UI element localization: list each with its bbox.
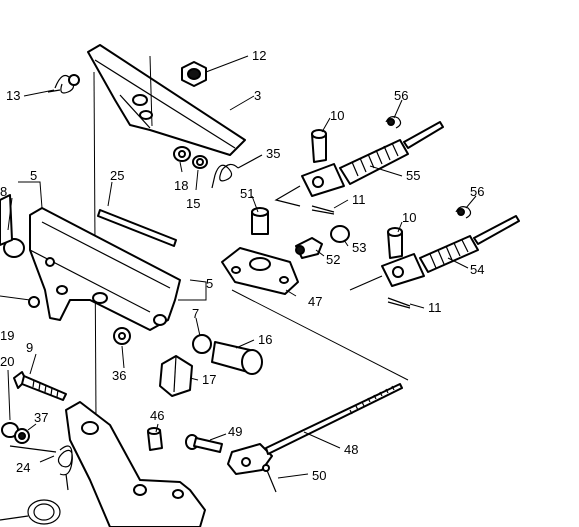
bolt-part-10-upper xyxy=(311,129,327,163)
bushing-part-46 xyxy=(147,427,163,451)
label-7-visible: 7 xyxy=(192,306,199,321)
rod-part-48 xyxy=(227,383,403,475)
label-15: 15 xyxy=(186,196,200,211)
pedal-bracket-bottom xyxy=(65,401,206,527)
label-10-lower: 10 xyxy=(402,210,416,225)
label-54: 54 xyxy=(470,262,484,277)
washer-part-18 xyxy=(173,146,191,162)
label-51: 51 xyxy=(240,186,254,201)
label-11-upper: 11 xyxy=(352,192,366,207)
pin-part-51 xyxy=(251,207,269,235)
label-25: 25 xyxy=(110,168,124,183)
label-12: 12 xyxy=(252,48,266,63)
bracket-plate-part-3 xyxy=(87,44,246,156)
label-37: 37 xyxy=(34,410,48,425)
label-48: 48 xyxy=(344,442,358,457)
collar-part-7 xyxy=(192,334,212,354)
pedal-arm-part-5 xyxy=(29,207,181,331)
label-9: 9 xyxy=(26,340,33,355)
cable-part-54 xyxy=(349,215,520,291)
nut-part-12 xyxy=(181,61,207,87)
label-5-upper: 5 xyxy=(30,168,37,183)
label-19: 19 xyxy=(0,328,14,343)
part-labels: 12 13 3 35 18 15 5 25 8 5 17 16 17 36 19… xyxy=(0,48,484,483)
fitting-part-52 xyxy=(295,237,323,259)
label-3: 3 xyxy=(254,88,261,103)
label-20: 20 xyxy=(0,354,14,369)
pin-part-49 xyxy=(185,434,223,453)
label-52: 52 xyxy=(326,252,340,267)
bolt-part-9 xyxy=(13,371,67,401)
nut-part-53 xyxy=(330,225,350,243)
bolt-part-16 xyxy=(211,341,263,375)
label-47: 47 xyxy=(308,294,322,309)
label-55: 55 xyxy=(406,168,420,183)
cotter-part-11-upper xyxy=(311,205,335,215)
label-56-lower: 56 xyxy=(470,184,484,199)
left-plate-edge xyxy=(0,194,13,246)
washer-part-8 xyxy=(3,238,25,258)
clamp-part-17 xyxy=(159,355,193,397)
cotter-pin-part-50 xyxy=(262,464,277,493)
label-49: 49 xyxy=(228,424,242,439)
washer-part-37 xyxy=(14,428,30,444)
bracket-part-47 xyxy=(221,247,299,295)
label-17: 17 xyxy=(202,372,216,387)
leader-lines xyxy=(7,55,477,479)
label-11-lower: 11 xyxy=(428,300,442,315)
label-53: 53 xyxy=(352,240,366,255)
label-24: 24 xyxy=(16,460,30,475)
cable-part-55 xyxy=(274,121,444,207)
clip-part-56-upper xyxy=(385,116,402,129)
rod-part-25 xyxy=(97,209,177,247)
spring-bottom-left xyxy=(0,499,61,525)
label-56-upper: 56 xyxy=(394,88,408,103)
label-18: 18 xyxy=(174,178,188,193)
spring-part-24 xyxy=(9,445,73,491)
clip-part-56-lower xyxy=(455,206,472,219)
label-35: 35 xyxy=(266,146,280,161)
bolt-part-10-lower xyxy=(387,227,403,259)
label-13: 13 xyxy=(6,88,20,103)
label-5-lower: 5 xyxy=(206,276,213,291)
spring-part-13 xyxy=(47,74,80,94)
label-50: 50 xyxy=(312,468,326,483)
label-10-upper: 10 xyxy=(330,108,344,123)
bushing-part-15 xyxy=(192,155,208,169)
leader-line-47-48 xyxy=(231,289,409,381)
small-nut-left xyxy=(28,296,40,308)
label-16: 16 xyxy=(258,332,272,347)
spring-part-35 xyxy=(211,154,263,189)
washer-part-36 xyxy=(113,327,131,345)
label-46: 46 xyxy=(150,408,164,423)
label-8: 8 xyxy=(0,184,7,199)
label-36: 36 xyxy=(112,368,126,383)
guide-line-left xyxy=(0,295,31,301)
cotter-part-11-lower xyxy=(387,297,411,309)
